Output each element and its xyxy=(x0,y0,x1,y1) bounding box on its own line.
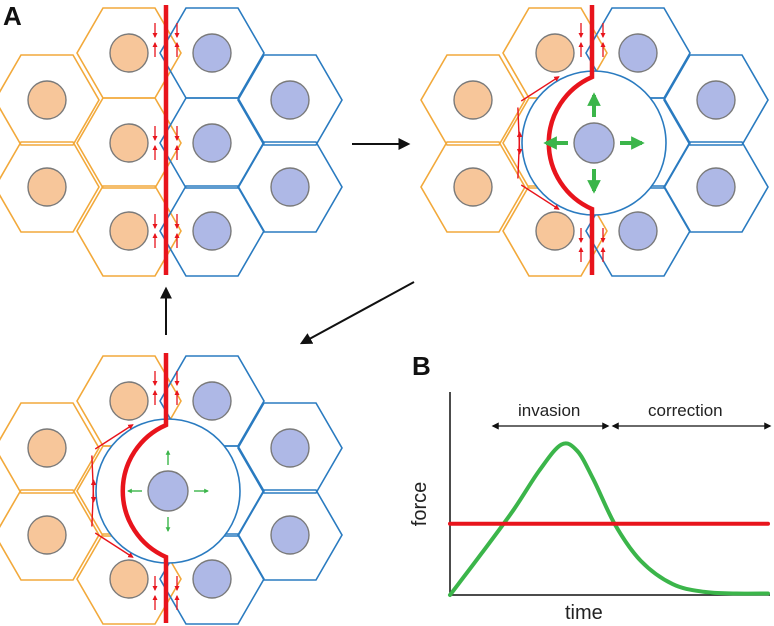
orange-nucleus xyxy=(27,428,67,468)
blue-nucleus xyxy=(270,167,310,207)
orange-nucleus xyxy=(109,123,149,163)
phase-label-correction: correction xyxy=(648,401,723,420)
curve-tension-arrow xyxy=(90,455,97,503)
blue-nucleus xyxy=(192,559,232,599)
curve-tension-arrow xyxy=(516,107,523,155)
orange-nucleus xyxy=(109,33,149,73)
orange-nucleus xyxy=(535,33,575,73)
orange-cell xyxy=(0,54,100,146)
blue-nucleus xyxy=(192,123,232,163)
curve-tension-arrow xyxy=(94,532,134,558)
orange-cell xyxy=(0,141,100,233)
tissue-state-3 xyxy=(0,353,343,625)
orange-cell xyxy=(0,402,100,494)
panel-b-label: B xyxy=(412,351,431,381)
blue-cell xyxy=(159,533,265,625)
blue-nucleus xyxy=(192,211,232,251)
blue-nucleus xyxy=(270,80,310,120)
series-line-1 xyxy=(448,441,770,597)
orange-nucleus xyxy=(27,515,67,555)
phase-label-invasion: invasion xyxy=(518,401,581,420)
orange-nucleus xyxy=(453,167,493,207)
orange-nucleus xyxy=(453,80,493,120)
curve-tension-arrow xyxy=(520,76,560,102)
orange-cell xyxy=(0,489,100,581)
panel-a-label: A xyxy=(3,1,22,31)
orange-nucleus xyxy=(109,559,149,599)
y-axis-label: force xyxy=(409,481,432,527)
x-axis-label: time xyxy=(565,602,603,624)
blue-cell xyxy=(663,54,769,146)
blue-cell xyxy=(159,185,265,277)
orange-nucleus xyxy=(27,80,67,120)
orange-cell xyxy=(76,97,182,189)
blue-nucleus xyxy=(696,167,736,207)
bulging-nucleus xyxy=(573,122,615,164)
orange-nucleus xyxy=(27,167,67,207)
orange-cell xyxy=(420,141,526,233)
blue-nucleus xyxy=(618,33,658,73)
orange-cell xyxy=(76,185,182,277)
interface-line xyxy=(120,353,169,623)
curve-tension-arrow xyxy=(520,184,560,210)
tissue-state-2 xyxy=(420,5,769,277)
tissue-state-1 xyxy=(0,5,343,277)
sequence-arrow-down-left xyxy=(299,281,415,345)
blue-cell xyxy=(237,402,343,494)
blue-cell xyxy=(585,185,691,277)
orange-nucleus xyxy=(535,211,575,251)
chart-series xyxy=(448,441,770,597)
bulging-nucleus xyxy=(147,470,189,512)
orange-nucleus xyxy=(109,381,149,421)
blue-nucleus xyxy=(192,33,232,73)
curve-tension-arrow xyxy=(94,424,134,450)
orange-nucleus xyxy=(109,211,149,251)
blue-cell xyxy=(237,54,343,146)
blue-nucleus xyxy=(618,211,658,251)
orange-cell xyxy=(420,54,526,146)
blue-nucleus xyxy=(696,80,736,120)
blue-nucleus xyxy=(270,428,310,468)
blue-nucleus xyxy=(270,515,310,555)
force-time-chart xyxy=(448,392,772,597)
blue-nucleus xyxy=(192,381,232,421)
